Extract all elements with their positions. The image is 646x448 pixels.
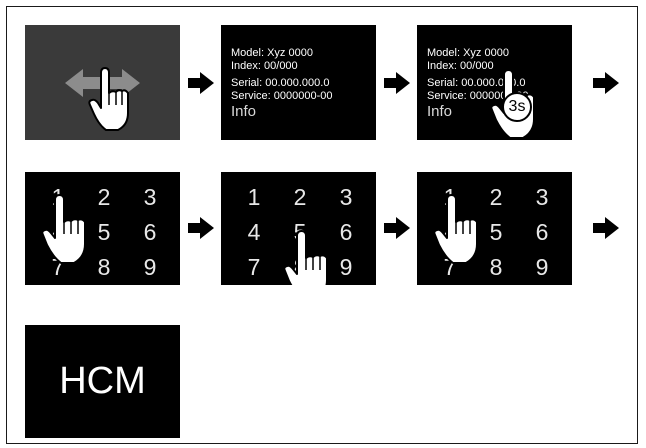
pointing-hand-icon (88, 67, 129, 131)
keypad-key-4[interactable]: 4 (247, 219, 261, 245)
keypad-screen-step1: 1 2 3 4 5 6 7 8 9 (25, 172, 180, 285)
info-screen-hold: Model: Xyz 0000 Index: 00/000 Serial: 00… (417, 25, 572, 140)
keypad-key-5[interactable]: 5 (489, 219, 503, 245)
keypad-screen-step2: 1 2 3 4 5 6 7 8 9 (221, 172, 376, 285)
model-text: Model: Xyz 0000 (427, 47, 509, 59)
arrow-right-icon (593, 217, 619, 239)
keypad-key-2[interactable]: 2 (293, 184, 307, 210)
arrow-right-icon (188, 72, 214, 94)
index-text: Index: 00/000 (231, 60, 298, 72)
arrow-right-icon (384, 72, 410, 94)
hcm-code-text: HCM (59, 360, 146, 402)
keypad-key-6[interactable]: 6 (535, 219, 549, 245)
swipe-screen (25, 25, 180, 140)
arrow-right-icon (384, 217, 410, 239)
pointing-hand-icon (283, 230, 328, 285)
index-text: Index: 00/000 (427, 60, 494, 72)
keypad-key-6[interactable]: 6 (339, 219, 353, 245)
keypad-key-9[interactable]: 9 (535, 254, 549, 280)
keypad-key-9[interactable]: 9 (143, 254, 157, 280)
keypad-key-3[interactable]: 3 (143, 184, 157, 210)
hold-badge-circle (502, 92, 532, 122)
arrow-right-icon (593, 72, 619, 94)
keypad-key-6[interactable]: 6 (143, 219, 157, 245)
keypad-key-5[interactable]: 5 (97, 219, 111, 245)
keypad-key-2[interactable]: 2 (97, 184, 111, 210)
keypad-key-8[interactable]: 8 (489, 254, 503, 280)
info-screen: Model: Xyz 0000 Index: 00/000 Serial: 00… (221, 25, 376, 140)
keypad-key-3[interactable]: 3 (535, 184, 549, 210)
info-title: Info (231, 103, 257, 120)
serial-text: Serial: 00.000.000.0 (427, 77, 526, 89)
hold-duration-badge: 3s (508, 98, 526, 115)
pointing-hand-icon (41, 194, 86, 264)
keypad-key-9[interactable]: 9 (339, 254, 353, 280)
keypad-key-3[interactable]: 3 (339, 184, 353, 210)
keypad-key-7[interactable]: 7 (247, 254, 261, 280)
serial-text: Serial: 00.000.000.0 (231, 77, 330, 89)
instruction-frame: Model: Xyz 0000 Index: 00/000 Serial: 00… (6, 6, 638, 444)
keypad-screen-step3: 1 2 3 4 5 6 7 8 9 (417, 172, 572, 285)
arrow-right-icon (188, 217, 214, 239)
keypad-key-8[interactable]: 8 (97, 254, 111, 280)
keypad-key-1[interactable]: 1 (247, 184, 261, 210)
service-text: Service: 0000000-00 (231, 90, 333, 102)
pointing-hand-icon (433, 194, 478, 264)
hcm-screen: HCM (25, 325, 180, 438)
info-title: Info (427, 103, 453, 120)
model-text: Model: Xyz 0000 (231, 47, 313, 59)
keypad-key-2[interactable]: 2 (489, 184, 503, 210)
